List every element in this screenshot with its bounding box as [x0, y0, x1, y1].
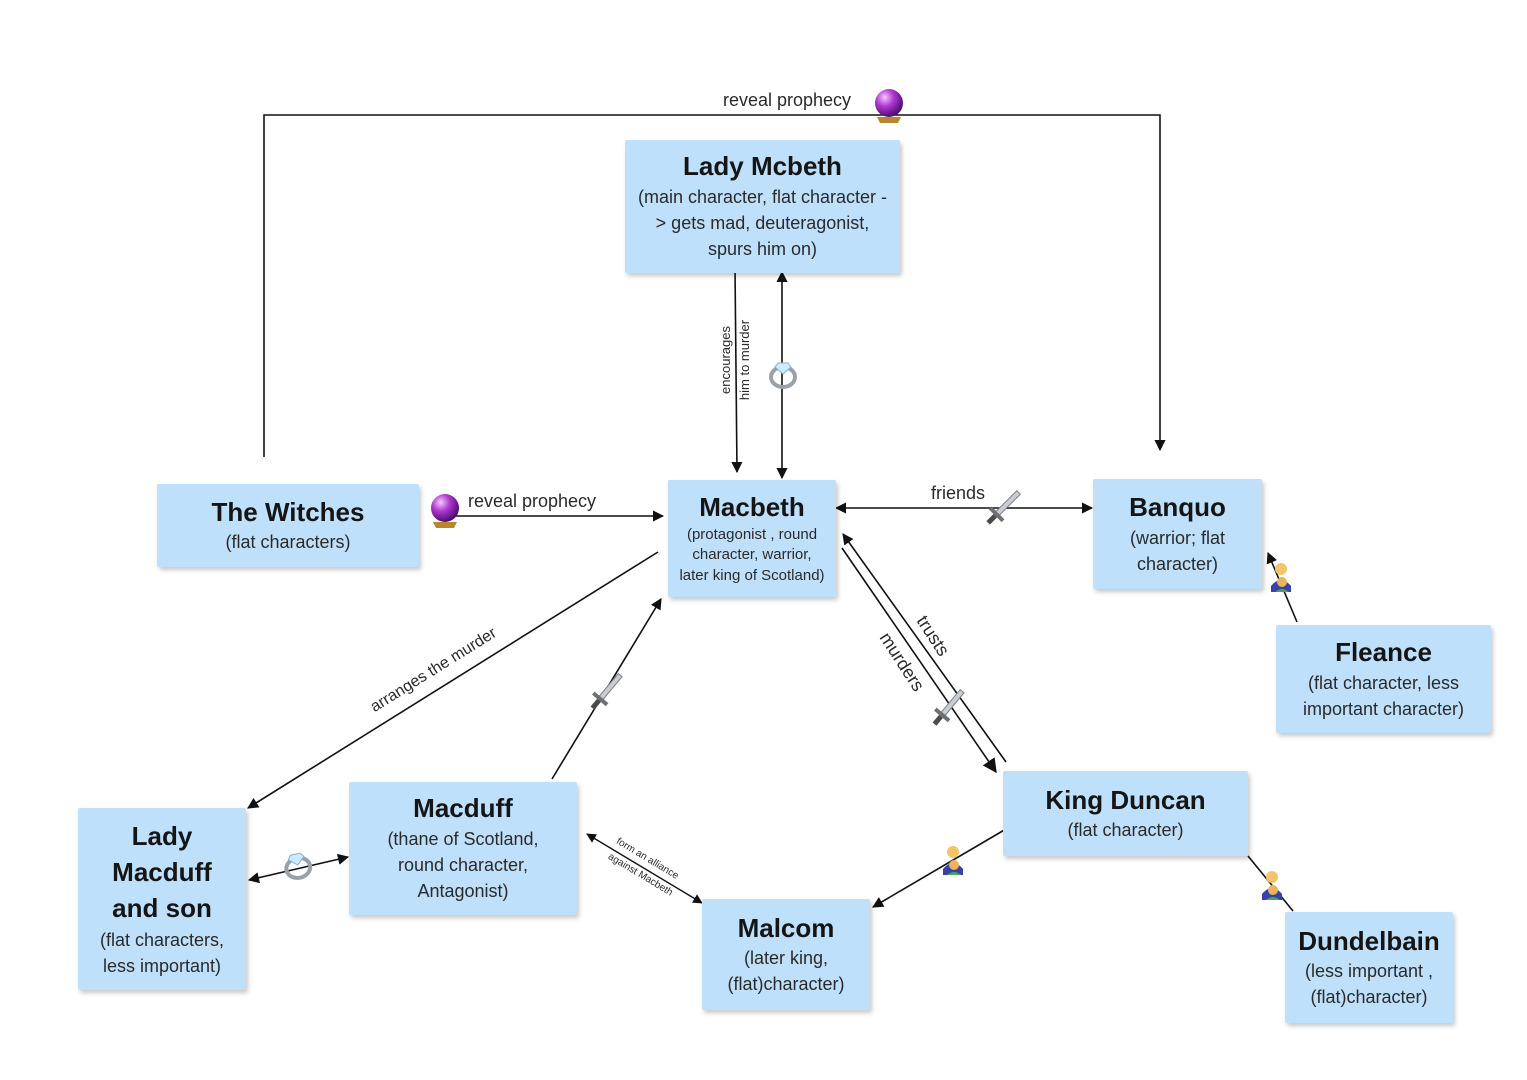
- node-title: Macbeth: [699, 492, 805, 523]
- crystal-ball-icon: [875, 89, 903, 123]
- node-title: Dundelbain: [1298, 925, 1440, 956]
- edge-label-friends: friends: [931, 483, 985, 503]
- node-banquo[interactable]: Banquo (warrior; flat character): [1093, 479, 1262, 589]
- node-malcom[interactable]: Malcom (later king, (flat)character): [702, 899, 870, 1010]
- node-the-witches[interactable]: The Witches (flat characters): [157, 484, 419, 567]
- edge-macduff-marriage: [247, 853, 350, 884]
- node-description: (warrior; flat character): [1129, 527, 1225, 574]
- crystal-ball-icon: [431, 494, 459, 528]
- edge-label-arranges: arranges the murder: [368, 624, 501, 716]
- node-lady-mcbeth[interactable]: Lady Mcbeth (main character, flat charac…: [625, 140, 900, 273]
- node-fleance[interactable]: Fleance (flat character, less important …: [1276, 625, 1491, 733]
- edge-top-prophecy: [263, 114, 1166, 457]
- node-description: (flat characters, less important): [99, 929, 225, 976]
- ring-icon: [769, 361, 797, 389]
- node-king-duncan[interactable]: King Duncan (flat character): [1003, 771, 1248, 856]
- parent-child-icon: [1262, 871, 1282, 900]
- node-title: Lady Mcbeth: [683, 151, 842, 182]
- edge-label-encourages-1: encourages: [718, 326, 733, 394]
- node-description: (flat characters): [225, 532, 351, 553]
- node-title: Lady Macduff and son: [112, 821, 212, 923]
- node-description: (thane of Scotland, round character, Ant…: [387, 829, 539, 902]
- node-dundelbain[interactable]: Dundelbain (less important , (flat)chara…: [1285, 912, 1453, 1023]
- node-title: Banquo: [1129, 492, 1226, 522]
- node-title: Macduff: [413, 793, 513, 824]
- node-macbeth[interactable]: Macbeth (protagonist , round character, …: [668, 480, 836, 597]
- dagger-icon: [585, 668, 628, 715]
- edge-label-witches-prophecy: reveal prophecy: [468, 491, 596, 511]
- node-title: The Witches: [211, 496, 365, 527]
- node-description: (later king, (flat)character): [727, 948, 845, 995]
- node-description: (flat character): [1067, 820, 1184, 841]
- edge-duncan-malcom: [872, 828, 1007, 908]
- edge-trusts: [842, 533, 1007, 763]
- edge-label-encourages-2: him to murder: [737, 319, 752, 400]
- edge-label-trusts: trusts: [913, 612, 954, 660]
- node-description: (flat character, less important characte…: [1302, 672, 1465, 719]
- node-description: (protagonist , round character, warrior,…: [679, 526, 825, 584]
- edge-arranges-murder: [247, 551, 659, 809]
- node-description: (less important , (flat)character): [1304, 961, 1434, 1008]
- edge-murders: [841, 547, 997, 774]
- parent-child-icon: [943, 846, 963, 875]
- node-title: Fleance: [1335, 637, 1432, 667]
- node-title: Malcom: [737, 912, 835, 943]
- edge-label-top-prophecy: reveal prophecy: [723, 90, 851, 110]
- edge-alliance: [586, 833, 703, 904]
- node-description: (main character, flat character -> gets …: [637, 187, 888, 260]
- node-lady-macduff[interactable]: Lady Macduff and son (flat characters, l…: [78, 808, 246, 990]
- node-title: King Duncan: [1045, 784, 1206, 815]
- node-macduff[interactable]: Macduff (thane of Scotland, round charac…: [349, 782, 577, 915]
- edge-duncan-dundelbain: [1247, 855, 1294, 912]
- edge-encourages: [731, 267, 743, 474]
